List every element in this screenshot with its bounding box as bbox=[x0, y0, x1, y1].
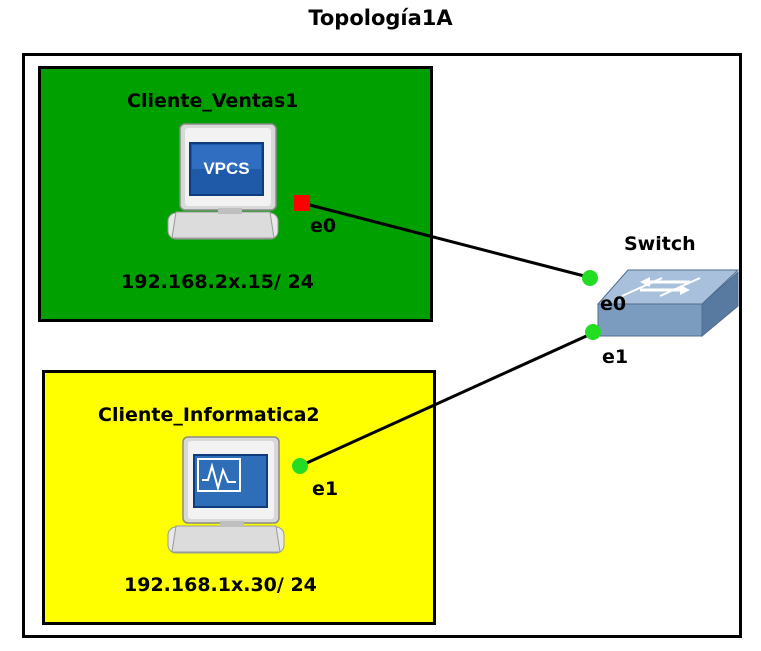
port-label-vpcs1: e0 bbox=[310, 215, 337, 237]
link-vpcs2-switch[interactable] bbox=[299, 331, 594, 468]
port-status-down-icon[interactable] bbox=[294, 195, 310, 211]
node-name-switch: Switch bbox=[624, 233, 696, 255]
ethernet-switch-icon[interactable] bbox=[596, 269, 740, 338]
port-label-switch-e0: e0 bbox=[600, 293, 627, 315]
port-status-up-icon[interactable] bbox=[292, 458, 308, 474]
vpcs-screen-label: VPCS bbox=[203, 159, 249, 178]
node-name-vpcs1: Cliente_Ventas1 bbox=[127, 90, 299, 112]
vpcs-computer-icon[interactable]: VPCS bbox=[167, 123, 279, 240]
node-name-vpcs2: Cliente_Informatica2 bbox=[98, 404, 320, 426]
port-status-up-icon[interactable] bbox=[585, 324, 601, 340]
ip-address-vpcs2: 192.168.1x.30/ 24 bbox=[124, 574, 317, 596]
link-vpcs1-switch[interactable] bbox=[301, 201, 593, 280]
port-label-vpcs2: e1 bbox=[312, 478, 339, 500]
topology-title: Topología1A bbox=[308, 6, 453, 30]
port-label-switch-e1: e1 bbox=[602, 346, 629, 368]
port-status-up-icon[interactable] bbox=[582, 270, 598, 286]
ip-address-vpcs1: 192.168.2x.15/ 24 bbox=[121, 271, 314, 293]
monitor-computer-icon[interactable] bbox=[167, 436, 285, 554]
